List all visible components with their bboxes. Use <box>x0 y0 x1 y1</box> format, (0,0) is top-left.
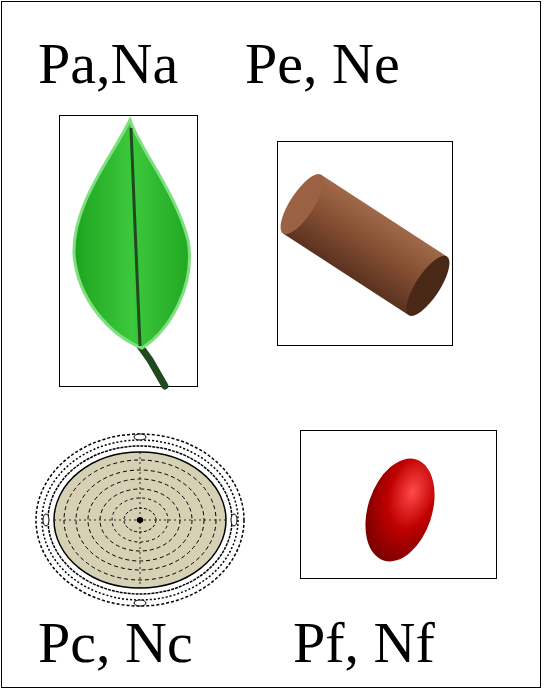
log-figure <box>273 142 457 346</box>
part-label: Pf, Nf <box>293 614 435 672</box>
part-label: Pe, Ne <box>245 35 400 93</box>
leaf-figure <box>60 116 198 387</box>
part-label: Pc, Nc <box>38 614 193 672</box>
part-label: Pa,Na <box>38 35 178 93</box>
seed-figure <box>301 431 497 579</box>
mesh-figure <box>36 434 244 606</box>
